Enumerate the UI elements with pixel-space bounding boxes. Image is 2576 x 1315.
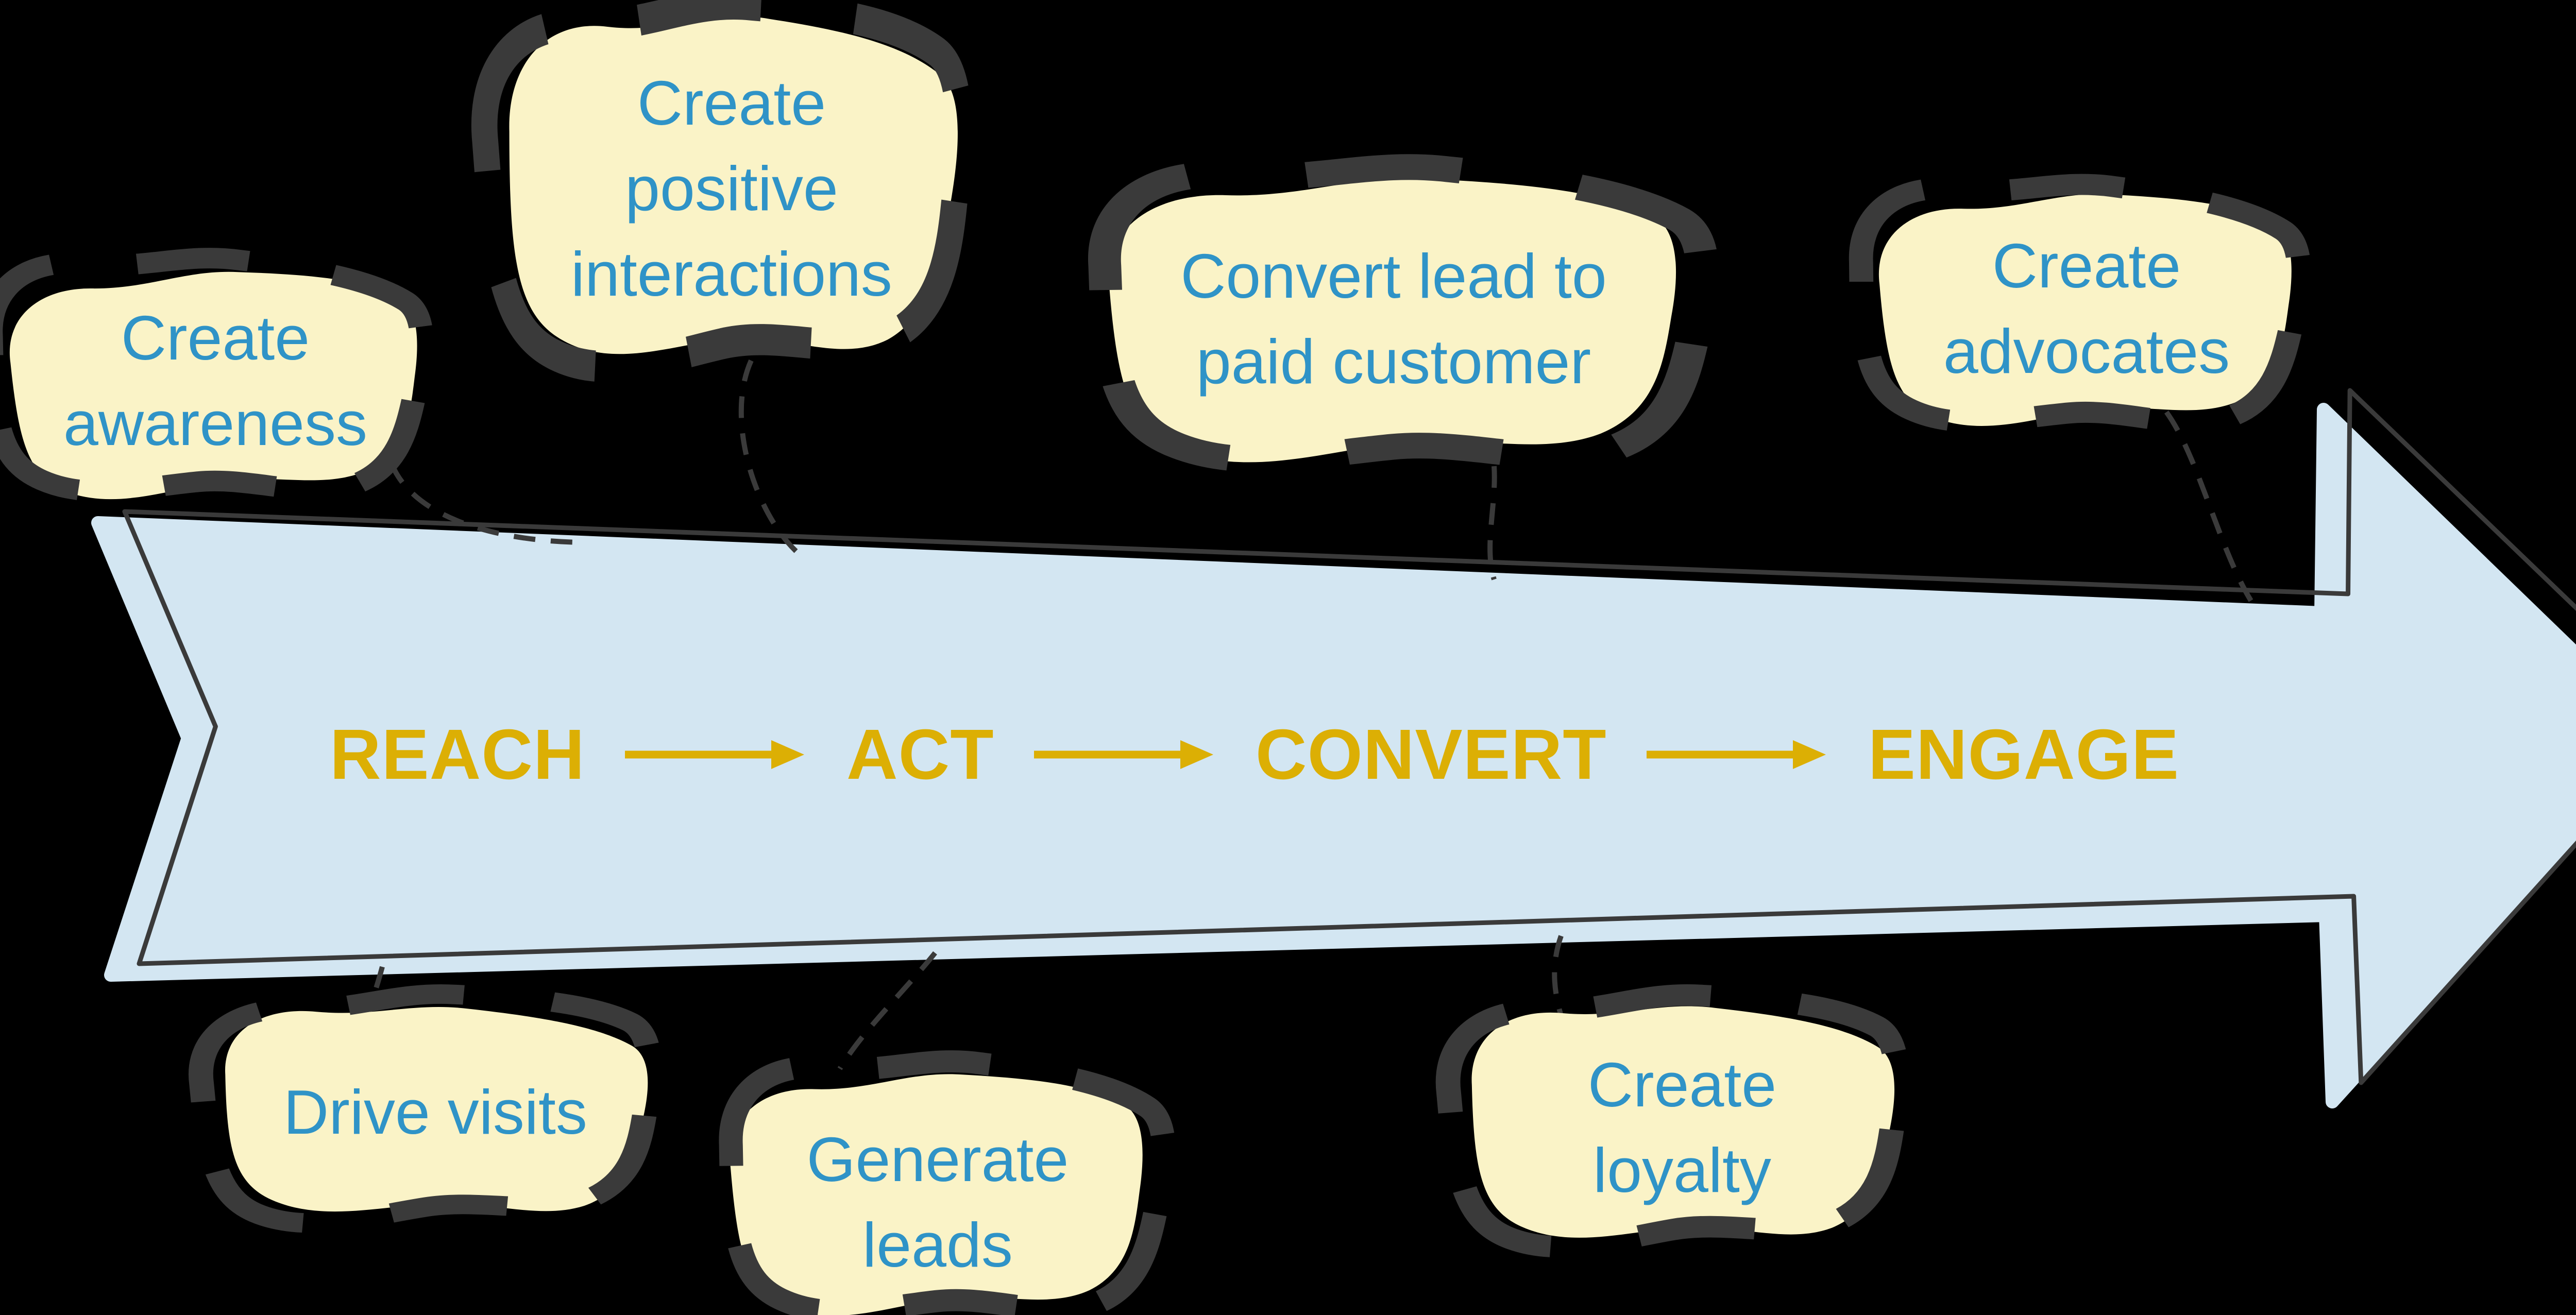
- connector-create-awareness: [389, 463, 582, 545]
- funnel-arrow-shape: [91, 403, 2576, 1108]
- connector-create-positive-interactions: [738, 359, 798, 553]
- callout-blob-positive-interactions: [501, 8, 962, 366]
- connector-convert-lead: [1487, 466, 1497, 580]
- callout-blob-awareness: [6, 262, 425, 505]
- connector-create-loyalty: [1552, 935, 1566, 1023]
- callout-blob-convert-lead: [1106, 171, 1681, 466]
- funnel-arrow-outline: [122, 388, 2576, 1085]
- callout-blob-generate-leads: [727, 1067, 1148, 1315]
- connector-generate-leads: [837, 951, 937, 1070]
- callout-blob-drive-visits: [220, 999, 651, 1223]
- callout-blob-loyalty: [1467, 1000, 1897, 1246]
- callout-blob-advocates: [1876, 187, 2297, 430]
- connector-create-advocates: [2164, 411, 2258, 609]
